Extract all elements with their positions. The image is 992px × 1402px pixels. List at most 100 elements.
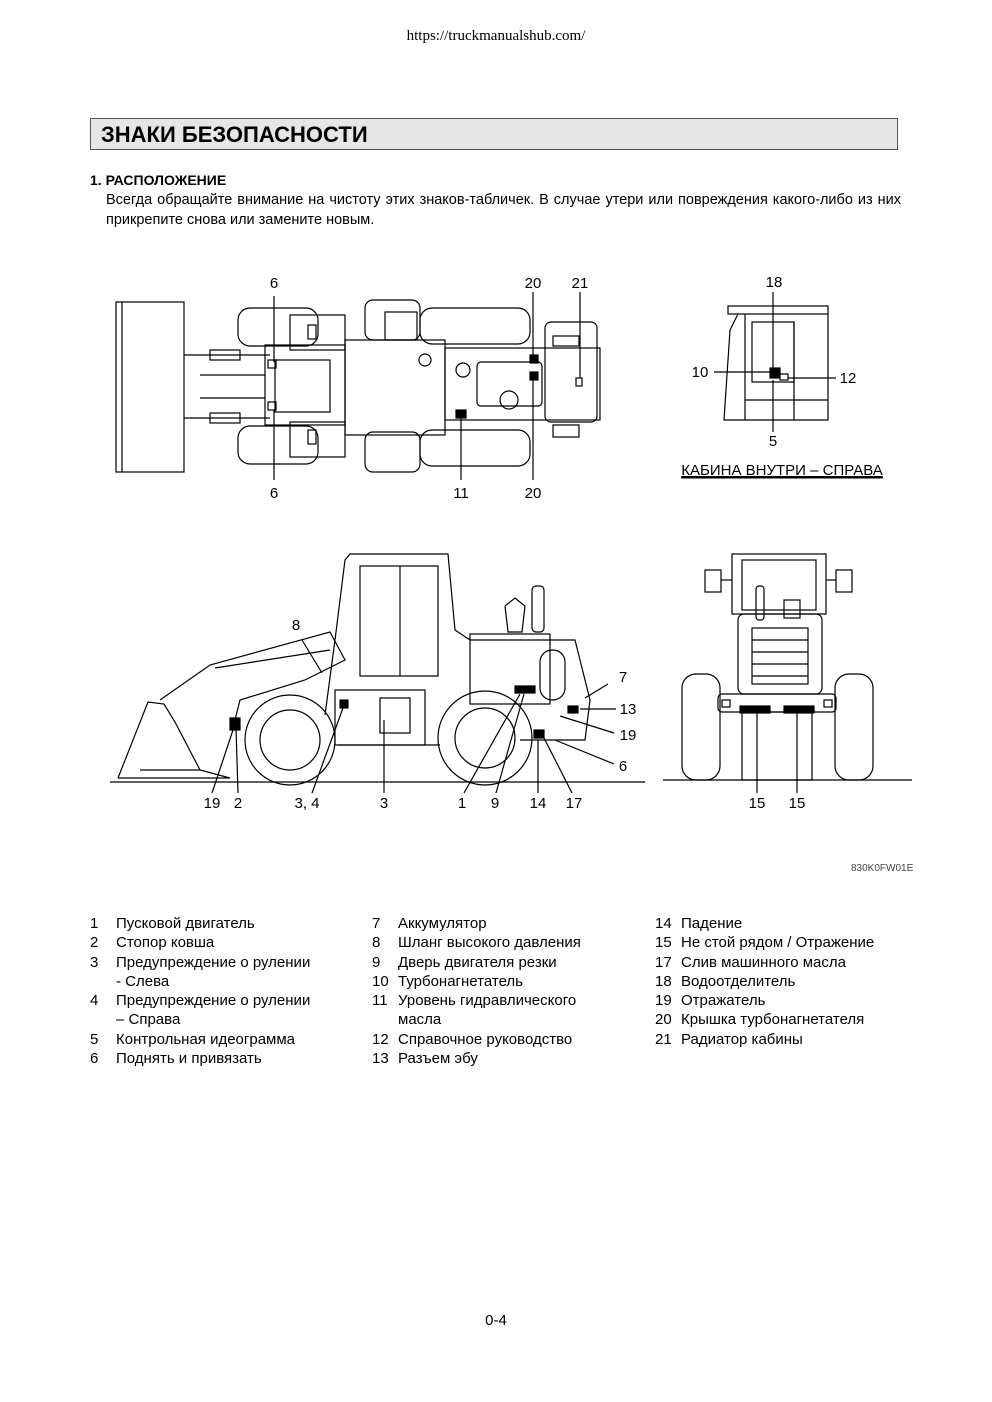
legend-item-number: 20 (655, 1011, 672, 1029)
callout-label: 9 (491, 795, 499, 812)
legend-item-text: Турбонагнетатель (398, 972, 523, 990)
legend-item-number: 17 (655, 953, 672, 971)
legend-item-text: Справочное руководство (398, 1030, 573, 1048)
legend-item-text: Отражатель (681, 992, 766, 1010)
legend-item: 15 Не стой рядом / Отражение (655, 933, 874, 952)
legend-item-number: 3 (90, 953, 99, 971)
callout-label: 21 (572, 275, 589, 292)
legend-item-text: Дверь двигателя резки (398, 953, 557, 971)
callout-label: 15 (749, 795, 766, 812)
callout-label: 17 (566, 795, 583, 812)
top-view-loader (115, 292, 601, 480)
callout-label: 3 (380, 795, 388, 812)
legend-item: 3 Предупреждение о рулении (90, 953, 310, 972)
legend-item-text: Слив машинного масла (681, 953, 846, 971)
cab-interior (714, 292, 836, 432)
legend-item-number: 4 (90, 992, 99, 1010)
legend-item: 6 Поднять и привязать (90, 1049, 310, 1068)
callout-label: 3, 4 (294, 795, 319, 812)
legend-item: 12 Справочное руководство (372, 1030, 581, 1049)
callout-label: 6 (270, 485, 278, 502)
callout-label: 14 (530, 795, 547, 812)
legend-item-number: 9 (372, 953, 381, 971)
legend-item: 8 Шланг высокого давления (372, 933, 581, 952)
legend-item-number: 14 (655, 915, 672, 932)
legend-item-number: 10 (372, 972, 389, 990)
legend-item-text: Поднять и привязать (116, 1050, 262, 1068)
legend-item-number: 21 (655, 1030, 672, 1048)
legend-item-text: Шланг высокого давления (398, 934, 581, 952)
callout-label: 20 (525, 275, 542, 292)
legend-item-number: 19 (655, 992, 672, 1010)
callout-label: 6 (619, 758, 627, 775)
legend-item-number: 13 (372, 1050, 389, 1068)
callout-label: 18 (766, 274, 783, 291)
legend-item-number: 12 (372, 1030, 389, 1048)
side-view-loader (110, 553, 645, 794)
legend-item-text: Уровень гидравлического (398, 992, 577, 1010)
legend-item-number: 15 (655, 934, 672, 952)
safety-signs-diagram: 6 20 21 6 11 20 18 10 12 5 КАБИНА ВНУТРИ… (110, 274, 912, 812)
legend-item-number: 5 (90, 1030, 99, 1048)
legend-item: – Справа (90, 1010, 310, 1029)
legend-item: 18 Водоотделитель (655, 972, 874, 991)
legend-item-number: 11 (372, 992, 388, 1010)
cab-caption: КАБИНА ВНУТРИ – СПРАВА (681, 462, 883, 479)
legend-item-text: Пусковой двигатель (116, 915, 255, 932)
legend-item-number (90, 972, 116, 991)
legend-item: 5 Контрольная идеограмма (90, 1030, 310, 1049)
callout-label: 13 (620, 701, 637, 718)
legend-column-1: 1 Пусковой двигатель 2 Стопор ковша 3 Предупр… (90, 914, 310, 1068)
callout-label: 11 (453, 485, 469, 502)
legend-item: 17 Слив машинного масла (655, 953, 874, 972)
callout-label: 8 (292, 617, 300, 634)
legend-item-number: 7 (372, 915, 381, 932)
section-text: Всегда обращайте внимание на чистоту эти… (106, 192, 901, 228)
legend-item: 9 Дверь двигателя резки (372, 953, 581, 972)
callout-label: 1 (458, 795, 466, 812)
callout-label: 6 (270, 275, 278, 292)
callout-label: 20 (525, 485, 542, 502)
figure-code: 830K0FW01E (851, 863, 914, 874)
legend-item-number: 6 (90, 1050, 99, 1068)
page-title-bar: ЗНАКИ БЕЗОПАСНОСТИ (90, 118, 898, 150)
legend-item: 19 Отражатель (655, 991, 874, 1010)
legend-item-text: Стопор ковша (116, 934, 215, 952)
callout-label: 10 (692, 364, 709, 381)
legend-item-text: Контрольная идеограмма (116, 1030, 296, 1048)
page-title: ЗНАКИ БЕЗОПАСНОСТИ (101, 122, 368, 147)
legend-item-number (372, 1010, 398, 1029)
legend-item-number: 18 (655, 972, 672, 990)
legend-item-text: - Слева (116, 972, 170, 990)
legend-item-number (90, 1010, 116, 1029)
legend-item-text: Водоотделитель (681, 972, 796, 990)
legend-item: 1 Пусковой двигатель (90, 914, 310, 933)
callout-label: 5 (769, 433, 777, 450)
legend-item-number: 1 (90, 915, 99, 932)
legend-item-number: 2 (90, 934, 99, 952)
legend-item: - Слева (90, 972, 310, 991)
page-number: 0-4 (485, 1312, 507, 1329)
legend-item-text: масла (398, 1011, 442, 1029)
legend-item-text: – Справа (116, 1011, 181, 1029)
legend-item: 11 Уровень гидравлического (372, 991, 581, 1010)
callout-label: 12 (840, 370, 857, 387)
section-title: 1. РАСПОЛОЖЕНИЕ (90, 172, 227, 188)
legend-item-text: Предупреждение о рулении (116, 953, 311, 971)
callout-label: 7 (619, 669, 627, 686)
callout-label: 15 (789, 795, 806, 812)
callout-label: 19 (620, 727, 637, 744)
source-url[interactable]: https://truckmanualshub.com/ (406, 28, 586, 44)
legend-item: масла (372, 1010, 581, 1029)
rear-view-loader (663, 553, 912, 793)
legend-item-number: 8 (372, 934, 381, 952)
legend-item-text: Не стой рядом / Отражение (681, 934, 875, 952)
